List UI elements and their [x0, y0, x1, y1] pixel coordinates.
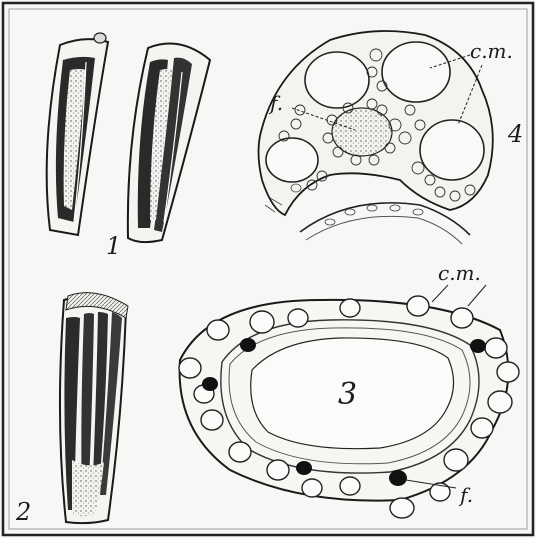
fiber-1a-tip: [94, 33, 106, 43]
panel-number-4: 4: [507, 120, 523, 148]
label-cm-top: c.m.: [470, 39, 513, 63]
large-cell-2: [382, 42, 450, 102]
large-cell-1: [305, 52, 369, 108]
panel-number-3: 3: [338, 377, 357, 412]
label-f-bottom: f.: [458, 483, 473, 507]
large-cell-3: [420, 120, 484, 180]
panel-number-1: 1: [106, 232, 121, 260]
label-cm-bottom: c.m.: [438, 261, 481, 285]
large-cell-4: [266, 138, 318, 182]
label-f-top: f.: [268, 91, 283, 115]
panel-number-2: 2: [15, 498, 31, 526]
